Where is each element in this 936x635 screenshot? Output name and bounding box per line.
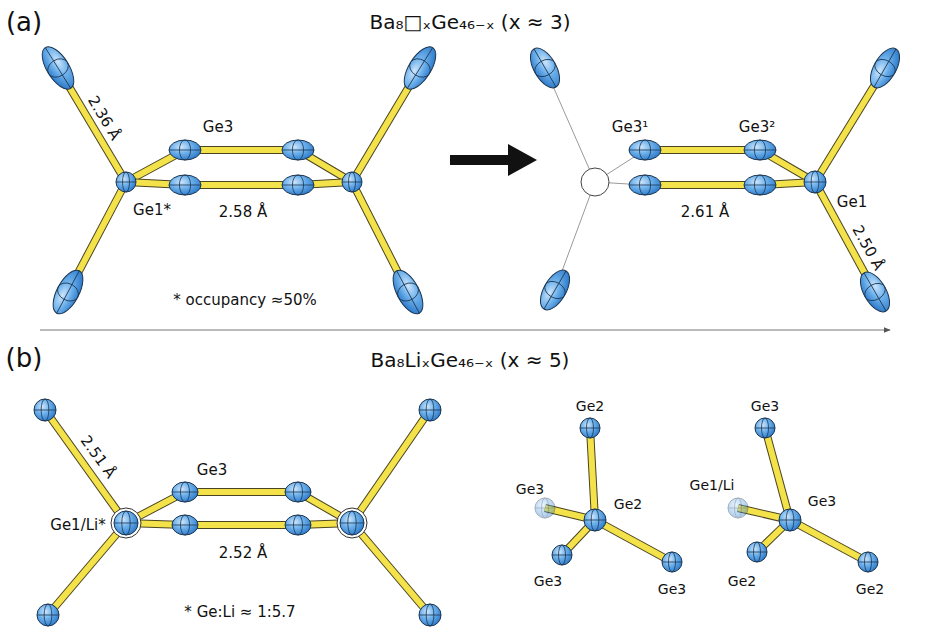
atom-ellipsoid: [580, 418, 600, 438]
atom-label: Ge3: [516, 482, 544, 497]
atom-ellipsoid: [285, 482, 311, 502]
atom-label: Ge3: [658, 582, 686, 597]
bond-length: 2.36 Å: [84, 93, 123, 143]
bond-length: 2.52 Å: [219, 545, 267, 562]
formula-heading: Ba₈LiₓGe₄₆₋ₓ (x ≈ 5): [371, 349, 570, 371]
atoms: [34, 42, 906, 626]
atom-ellipsoid: [854, 267, 895, 316]
bond-length: 2.61 Å: [681, 204, 729, 221]
vacancy-site: [581, 168, 609, 196]
atom-ellipsoid: [584, 509, 606, 531]
atom-label: Ge3: [203, 119, 233, 136]
reaction-arrow: [450, 144, 537, 176]
footnote: * occupancy ≈50%: [173, 292, 316, 309]
atom-label: Ge2: [576, 399, 604, 414]
atom-ellipsoid: [419, 399, 441, 421]
vacancy-lines: [545, 68, 645, 290]
bond: [48, 523, 126, 615]
atom-ellipsoid: [282, 175, 314, 195]
bond: [45, 410, 126, 523]
atom-ellipsoid: [169, 140, 201, 160]
atom-ellipsoid: [37, 604, 59, 626]
atom-ellipsoid: [111, 508, 141, 538]
footnote: * Ge:Li ≈ 1:5.7: [184, 604, 295, 621]
atom-ellipsoid: [864, 43, 905, 92]
atom-ellipsoid: [662, 552, 682, 572]
bonds: [45, 68, 885, 615]
atom-label: Ge1: [837, 194, 867, 211]
atom-label: Ge2: [856, 582, 884, 597]
bond: [590, 428, 595, 520]
atom-label: Ge3: [534, 574, 562, 589]
atom-ellipsoid: [744, 175, 776, 195]
atom-ellipsoid: [172, 515, 198, 535]
atom-label: Ge1/Li*: [50, 517, 105, 534]
separator-line: [40, 330, 890, 331]
formula-heading: Ba₈□ₓGe₄₆₋ₓ (x ≈ 3): [369, 11, 570, 33]
atom-ellipsoid: [36, 42, 80, 94]
atom-ellipsoid: [629, 175, 661, 195]
atom-ellipsoid: [34, 399, 56, 421]
atom-ellipsoid: [552, 545, 572, 565]
atom-label: Ge3²: [739, 119, 775, 136]
bond-length: 2.50 Å: [849, 223, 887, 273]
atom-ellipsoid: [747, 542, 767, 562]
atom-ellipsoid: [804, 171, 826, 193]
atom-label: Ge3: [197, 462, 227, 479]
panel-letter: (b): [6, 344, 43, 373]
atom-ellipsoid: [387, 266, 429, 319]
atom-ellipsoid: [535, 498, 555, 518]
bond: [595, 520, 672, 562]
atom-label: Ge2: [614, 497, 642, 512]
atom-ellipsoid: [47, 266, 89, 319]
atom-label: Ge3¹: [612, 119, 648, 136]
atom-ellipsoid: [172, 482, 198, 502]
atom-label: Ge1/Li: [690, 478, 735, 493]
atom-ellipsoid: [398, 42, 442, 94]
atom-ellipsoid: [728, 498, 748, 518]
atom-label: Ge3: [808, 494, 836, 509]
bond: [790, 520, 868, 562]
panel-letter: (a): [6, 8, 42, 37]
atom-ellipsoid: [419, 604, 441, 626]
atom-ellipsoid: [169, 175, 201, 195]
atom-ellipsoid: [285, 515, 311, 535]
atom-ellipsoid: [337, 508, 367, 538]
atom-label: Ge3: [751, 399, 779, 414]
bond: [185, 185, 298, 186]
atom-ellipsoid: [755, 418, 775, 438]
atom-ellipsoid: [744, 140, 776, 160]
atom-ellipsoid: [342, 172, 362, 192]
bond: [645, 150, 760, 151]
atom-ellipsoid: [629, 140, 661, 160]
bond: [185, 492, 298, 493]
atom-ellipsoid: [524, 43, 565, 92]
atom-label: Ge1*: [133, 202, 171, 219]
atom-ellipsoid: [116, 172, 136, 192]
bond: [645, 185, 760, 186]
atom-label: Ge2: [728, 574, 756, 589]
bond-length: 2.51 Å: [77, 433, 119, 482]
bond: [765, 428, 790, 520]
atom-ellipsoid: [282, 140, 314, 160]
atom-ellipsoid: [858, 552, 878, 572]
bond: [185, 525, 298, 526]
bond: [185, 150, 298, 151]
atom-ellipsoid: [534, 265, 575, 314]
bond: [352, 410, 430, 523]
bond: [352, 523, 430, 615]
bond-length: 2.58 Å: [219, 204, 267, 221]
atom-ellipsoid: [779, 509, 801, 531]
